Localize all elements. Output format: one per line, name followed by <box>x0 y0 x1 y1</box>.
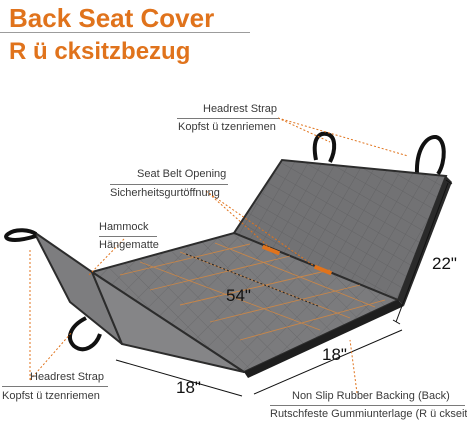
seat-belt-opening-right <box>313 264 333 276</box>
callout-leaders <box>29 117 409 394</box>
hammock-label-de: Hängematte <box>99 239 159 251</box>
top-left-headrest-strap <box>312 131 337 163</box>
seat-belt-opening-left <box>261 244 281 256</box>
hammock-rule <box>99 236 157 237</box>
seat-belt-opening-rule <box>110 184 228 185</box>
seat-belt-opening-label: Seat Belt Opening <box>137 168 227 180</box>
title-divider <box>0 32 250 33</box>
product-subtitle: R ü cksitzbezug <box>9 38 191 65</box>
left-side-strap <box>4 228 38 242</box>
headrest-strap-top-label-de: Kopfst ü tzenriemen <box>178 121 276 133</box>
headrest-strap-bottom-label: Headrest Strap <box>30 371 104 383</box>
headrest-strap-bottom-rule <box>2 386 108 387</box>
headrest-strap-bottom-label-de: Kopfst ü tzenriemen <box>2 390 100 402</box>
depth-dimension: 18" <box>322 345 347 364</box>
dimension-lines <box>115 179 453 397</box>
top-right-headrest-strap <box>414 135 446 176</box>
bottom-left-strap <box>68 316 102 352</box>
headrest-strap-top-rule <box>177 118 279 119</box>
width-dimension: 54" <box>226 286 251 305</box>
rubber-backing-rule <box>270 405 465 406</box>
height-dimension: 22" <box>432 254 457 273</box>
flap-dimension: 18" <box>176 378 201 397</box>
seat-edge <box>244 300 404 378</box>
headrest-strap-top-label: Headrest Strap <box>203 103 277 115</box>
rubber-backing-label: Non Slip Rubber Backing (Back) <box>292 390 450 402</box>
hammock-lower-panel <box>89 269 245 373</box>
product-title: Back Seat Cover <box>9 3 215 33</box>
seat-stitching <box>119 242 386 341</box>
seat-belt-opening-label-de: Sicherheitsgurtöffnung <box>110 187 220 199</box>
hammock-label: Hammock <box>99 221 149 233</box>
rubber-backing-label-de: Rutschfeste Gummiunterlage (R ü ckseite) <box>270 408 467 420</box>
